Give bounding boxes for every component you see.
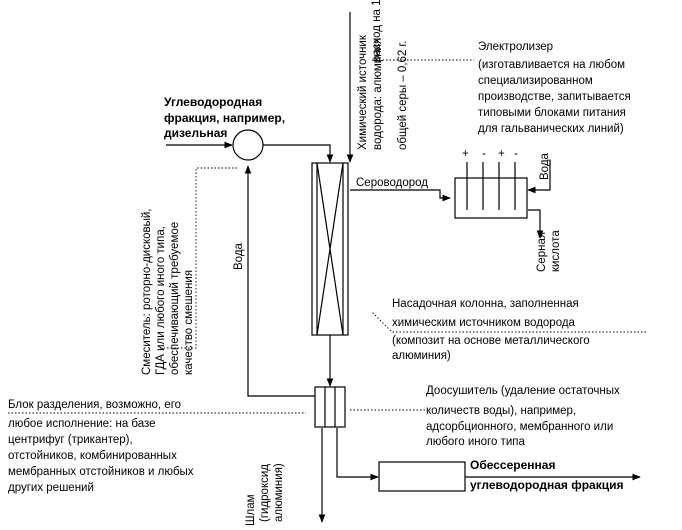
column-leader: [371, 311, 646, 333]
h2s-label: Сероводород: [356, 177, 428, 189]
separator-label: Блок разделения, возможно, его любое исп…: [8, 399, 197, 494]
svg-text:расход на 1 г общей серы: расход на 1 г общей серы – 0,62 г.: [371, 0, 409, 150]
column-label: Насадочная колонна, заполненная химическ…: [392, 298, 593, 362]
sludge-label: Шлам (гидроксид алюминия): [245, 461, 285, 526]
chemical-source-label: Химический источник водорода: алюминия: [357, 32, 384, 150]
product-label: Обессеренная углеводородная фракция: [470, 458, 624, 492]
water-recycle-label: Вода: [233, 242, 245, 270]
svg-text:Серная кислота: Серная кислота: [536, 229, 562, 272]
svg-text:Смеситель: роторно-дисковый,: Смеситель: роторно-дисковый, ГДА или люб…: [141, 205, 195, 375]
electrode-sign-2: -: [482, 148, 486, 160]
electrode-sign-4: -: [514, 148, 518, 160]
separator-to-dryer-line: [336, 428, 379, 481]
electrolyzer-symbol: [454, 162, 528, 219]
water-recycle-line: [244, 165, 315, 397]
water-to-electrolyzer-label: Вода: [539, 152, 551, 180]
electrode-sign-1: +: [462, 148, 469, 160]
water-to-electrolyzer-line: [527, 160, 551, 194]
mixer-to-column-line: [263, 144, 334, 163]
dryer-symbol: [378, 461, 466, 492]
mixer-leader: [160, 167, 238, 349]
sulfuric-acid-label: Серная кислота: [536, 229, 562, 272]
packed-column-symbol: [311, 162, 349, 336]
dryer-label: Доосушитель (удаление остаточных количес…: [426, 385, 623, 448]
chemical-source-consumption-label: расход на 1 г общей серы – 0,62 г.: [371, 0, 409, 150]
electrolyzer-label: Электролизер (изготавливается на любом с…: [478, 41, 634, 135]
sulfuric-acid-line: [528, 209, 544, 239]
mixer-symbol: [232, 129, 264, 161]
electrode-sign-3: +: [498, 148, 505, 160]
svg-text:Шлам (гидроксид ал: Шлам (гидроксид алюминия): [245, 461, 285, 526]
feed-label: Углеводородная фракция, например, дизель…: [164, 95, 288, 140]
separator-symbol: [314, 386, 346, 428]
svg-text:Химический источник водо: Химический источник водорода: алюминия: [357, 32, 384, 150]
mixer-label: Смеситель: роторно-дисковый, ГДА или люб…: [141, 205, 195, 375]
h2s-line: [350, 189, 451, 202]
